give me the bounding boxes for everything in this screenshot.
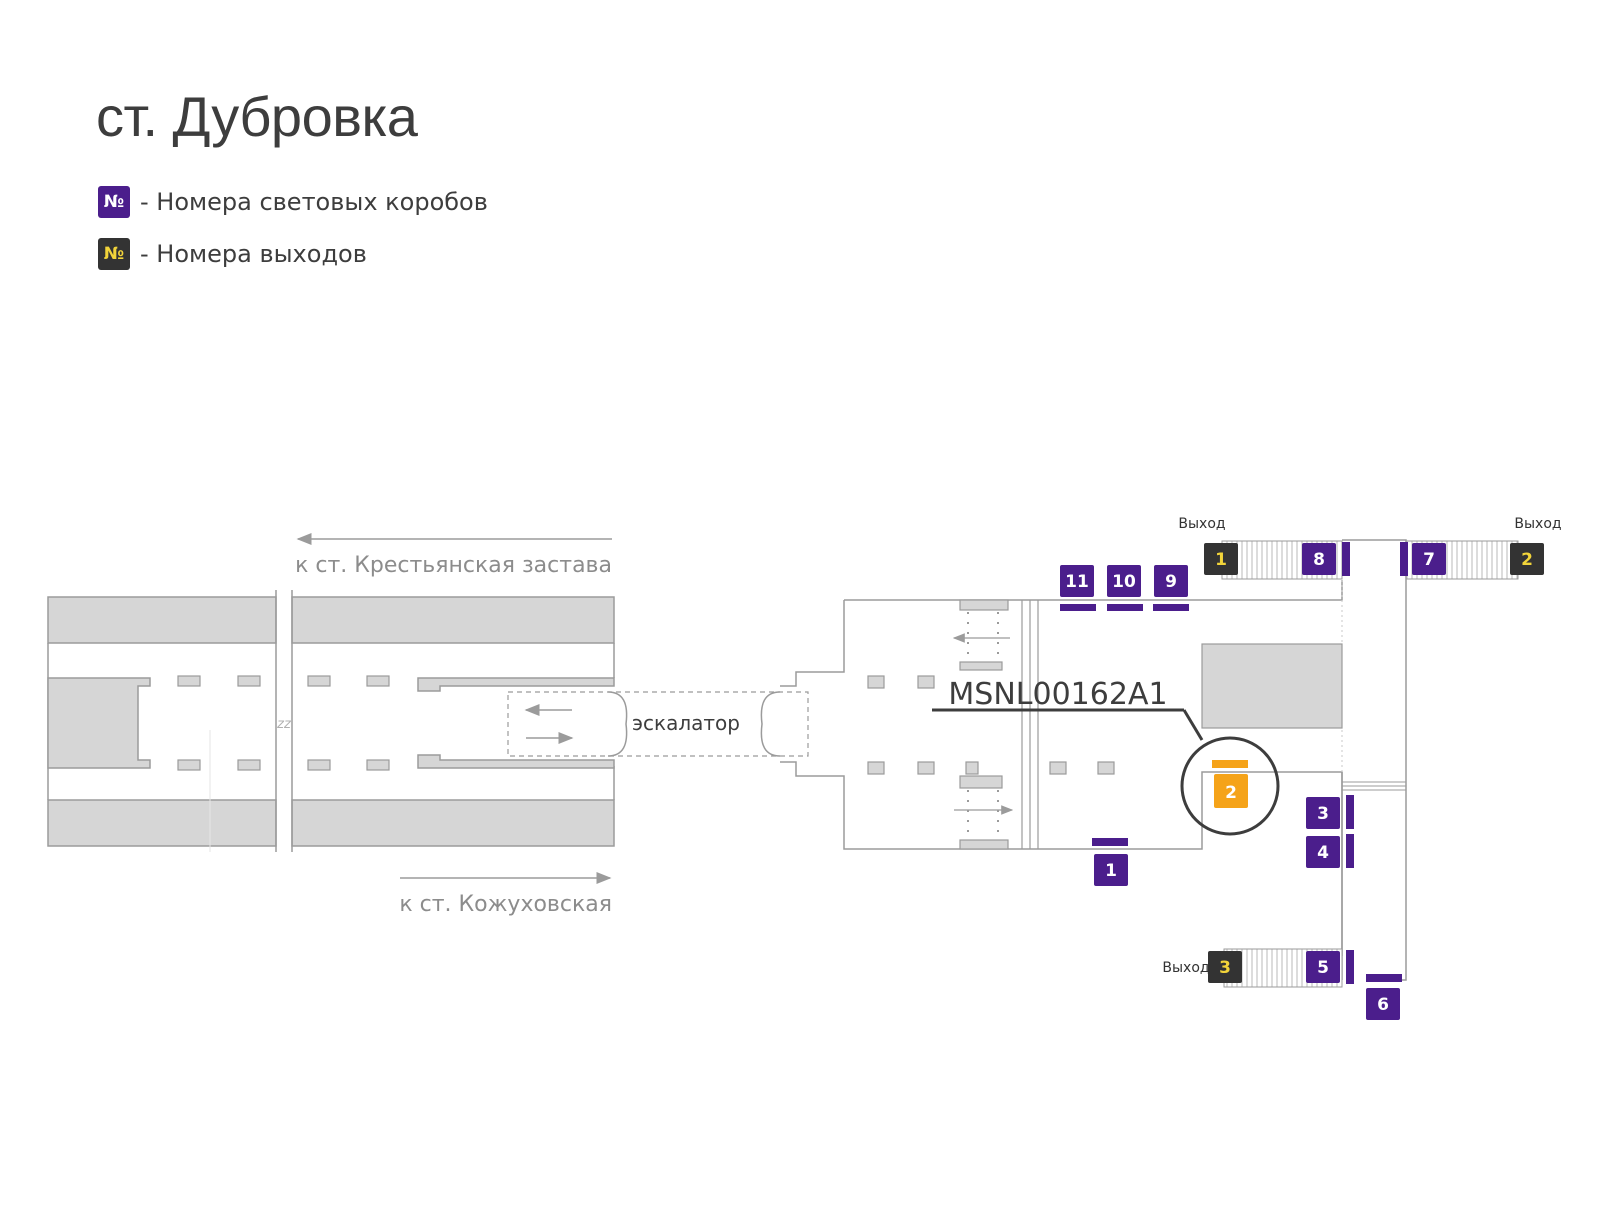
exit-3[interactable]: Выход 3: [1162, 951, 1242, 983]
lightbox-box-1[interactable]: 1: [1094, 854, 1128, 886]
highlighted-box-number: 2: [1225, 783, 1237, 803]
lightbox-box-7[interactable]: 7: [1412, 543, 1446, 575]
lightbox-box-8[interactable]: 8: [1302, 543, 1336, 575]
legend-exits: № - Номера выходов: [98, 238, 367, 270]
station-title: ст. Дубровка: [96, 85, 418, 148]
lightbox-box-10[interactable]: 10: [1107, 565, 1141, 597]
svg-text:3: 3: [1317, 804, 1329, 824]
lightbox-box-5[interactable]: 5: [1306, 951, 1340, 983]
svg-text:6: 6: [1377, 995, 1389, 1015]
svg-text:8: 8: [1313, 550, 1325, 570]
svg-text:2: 2: [1521, 550, 1533, 570]
escalator-label: эскалатор: [632, 711, 740, 735]
legend-lightbox-text: - Номера световых коробов: [140, 188, 488, 216]
lightbox-box-6[interactable]: 6: [1366, 988, 1400, 1020]
break-mark: zz: [276, 717, 292, 732]
svg-text:10: 10: [1112, 572, 1136, 592]
vestibule-hall: [780, 539, 1519, 988]
lightbox-box-9[interactable]: 9: [1154, 565, 1188, 597]
direction-bottom-label: к ст. Кожуховская: [399, 892, 612, 917]
direction-top-label: к ст. Крестьянская застава: [295, 553, 612, 578]
exit-2[interactable]: Выход 2: [1510, 516, 1562, 575]
exit-1-word: Выход: [1178, 516, 1225, 532]
svg-text:3: 3: [1219, 958, 1231, 978]
exit-3-word: Выход: [1162, 960, 1209, 976]
lightbox-box-3[interactable]: 3: [1306, 797, 1340, 829]
highlighted-lightbox[interactable]: MSNL00162A1 2: [932, 677, 1280, 836]
svg-text:5: 5: [1317, 958, 1329, 978]
legend-exit-badge: №: [98, 238, 130, 270]
svg-text:1: 1: [1215, 550, 1227, 570]
lightbox-box-4[interactable]: 4: [1306, 836, 1340, 868]
svg-text:9: 9: [1165, 572, 1177, 592]
platform-area: zz: [47, 590, 615, 852]
lightbox-bars: [1060, 542, 1408, 984]
svg-text:11: 11: [1065, 572, 1089, 592]
legend-lightbox-badge: №: [98, 186, 130, 218]
legend-exit-text: - Номера выходов: [140, 240, 367, 268]
lightbox-box-11[interactable]: 11: [1060, 565, 1094, 597]
exit-1[interactable]: Выход 1: [1178, 516, 1238, 575]
lightbox-code: MSNL00162A1: [948, 677, 1167, 712]
legend-lightboxes: № - Номера световых коробов: [98, 186, 488, 218]
svg-text:7: 7: [1423, 550, 1435, 570]
escalator: эскалатор: [507, 691, 809, 757]
svg-text:4: 4: [1317, 843, 1329, 863]
exit-2-word: Выход: [1514, 516, 1561, 532]
svg-text:1: 1: [1105, 861, 1117, 881]
